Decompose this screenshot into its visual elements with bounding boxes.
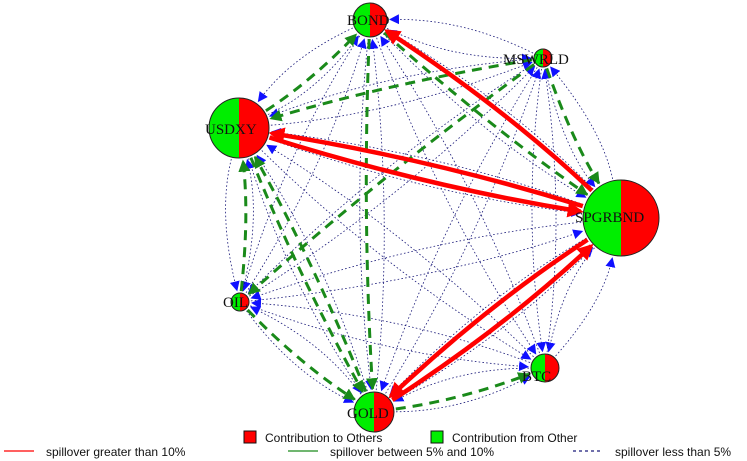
strong-edge-usdxy-to-spgrbnd [268,135,584,218]
node-usdxy-to-others-slice [239,98,269,158]
weak-edge-gold-to-bond [368,38,385,391]
weak-edge-mswrld-to-bond [389,14,534,54]
weak-edge-usdxy-to-spgrbnd [268,138,582,217]
medium-edge-bond-to-spgrbnd [383,31,589,196]
weak-edge-btc-to-mswrld [541,68,557,353]
node-mswrld-to-others-slice [543,49,552,67]
strong-edge-spgrbnd-to-gold [388,237,589,399]
weak-edge-spgrbnd-to-usdxy [270,128,584,205]
medium-spillover-edges [238,31,601,411]
legend-contribution-from-other: Contribution from Other [452,431,577,445]
node-mswrld-outline [533,48,553,68]
node-btc-to-others-slice [545,354,559,382]
medium-edge-gold-to-btc [395,372,531,411]
weak-edge-gold-to-oil [249,306,362,395]
weak-edge-bond-to-usdxy [257,27,353,103]
strong-edge-spgrbnd-to-bond [384,29,594,193]
weak-edge-btc-to-usdxy [266,144,534,358]
node-btc: BTC [522,353,560,385]
node-gold-label: GOLD [347,406,389,422]
weak-edge-gold-to-btc [395,375,531,413]
node-bond-to-others-slice [370,3,387,37]
network-nodes: BOND MSWRLD USDXY SPGRBND OIL BTC GOLD [205,2,660,433]
weak-edge-bond-to-oil [241,35,361,292]
weak-spillover-edges [225,14,616,413]
weak-edge-usdxy-to-oil [225,159,240,292]
node-spgrbnd-label: SPGRBND [575,210,644,226]
node-bond-outline [352,2,388,38]
legend: Contribution to Others Contribution from… [4,430,731,459]
node-oil-to-others-slice [240,293,249,311]
node-oil: OIL [223,292,250,312]
node-spgrbnd: SPGRBND [575,179,660,257]
node-mswrld: MSWRLD [503,48,569,68]
medium-edge-oil-to-gold [246,308,356,401]
legend-weak: spillover less than 5% [615,445,731,459]
strong-spillover-edges [268,29,594,402]
node-btc-label: BTC [522,369,551,385]
medium-edge-usdxy-to-bond [265,33,358,112]
weak-edge-bond-to-mswrld [386,28,532,64]
weak-edge-usdxy-to-bond [267,35,359,115]
weak-edge-mswrld-to-gold [379,67,538,392]
medium-edge-gold-to-usdxy [253,155,368,393]
node-bond-label: BOND [347,13,390,29]
node-gold-outline [353,391,395,433]
legend-medium: spillover between 5% and 10% [330,445,494,459]
node-mswrld-label: MSWRLD [503,52,569,68]
strong-edge-gold-to-spgrbnd [391,243,594,402]
node-oil-outline [230,292,250,312]
weak-edge-bond-to-gold [359,38,376,391]
legend-contribution-to-others: Contribution to Others [265,431,382,445]
weak-edge-usdxy-to-btc [261,150,532,360]
weak-edge-oil-to-spgrbnd [250,229,584,302]
node-btc-outline [530,353,560,383]
medium-edge-bond-to-gold [364,38,378,391]
weak-edge-usdxy-to-mswrld [270,60,533,126]
weak-edge-spgrbnd-to-gold [389,237,587,397]
weak-edge-mswrld-to-usdxy [268,58,533,118]
medium-edge-mswrld-to-spgrbnd [545,67,601,185]
weak-edge-bond-to-btc [376,37,537,355]
weak-edge-oil-to-mswrld [249,65,536,297]
weak-edge-spgrbnd-to-btc [545,247,595,353]
node-oil-label: OIL [223,295,248,311]
weak-edge-spgrbnd-to-mswrld [550,66,613,179]
medium-edge-mswrld-to-usdxy [269,58,533,122]
weak-edge-btc-to-bond [380,35,540,354]
weak-edge-gold-to-usdxy [256,154,368,392]
node-usdxy-label: USDXY [205,122,257,138]
weak-edge-btc-to-oil [251,298,531,363]
strong-edge-spgrbnd-to-usdxy [268,127,584,209]
node-usdxy-outline [208,97,270,159]
legend-swatch-to-others [243,430,257,444]
weak-edge-spgrbnd-to-bond [386,29,594,190]
node-spgrbnd-to-others-slice [621,180,659,256]
weak-edge-btc-to-gold [393,367,530,402]
node-usdxy: USDXY [205,97,270,159]
weak-edge-spgrbnd-to-oil [250,221,582,300]
medium-edge-oil-to-usdxy [238,159,251,292]
node-gold-to-others-slice [374,392,394,432]
weak-edge-gold-to-mswrld [385,68,541,394]
medium-edge-usdxy-to-gold [249,157,365,393]
legend-strong: spillover greater than 10% [46,445,186,459]
weak-edge-mswrld-to-btc [531,68,547,353]
node-bond: BOND [347,2,390,38]
legend-swatch-from-other [430,430,444,444]
node-gold: GOLD [347,391,395,433]
node-spgrbnd-outline [582,179,660,257]
